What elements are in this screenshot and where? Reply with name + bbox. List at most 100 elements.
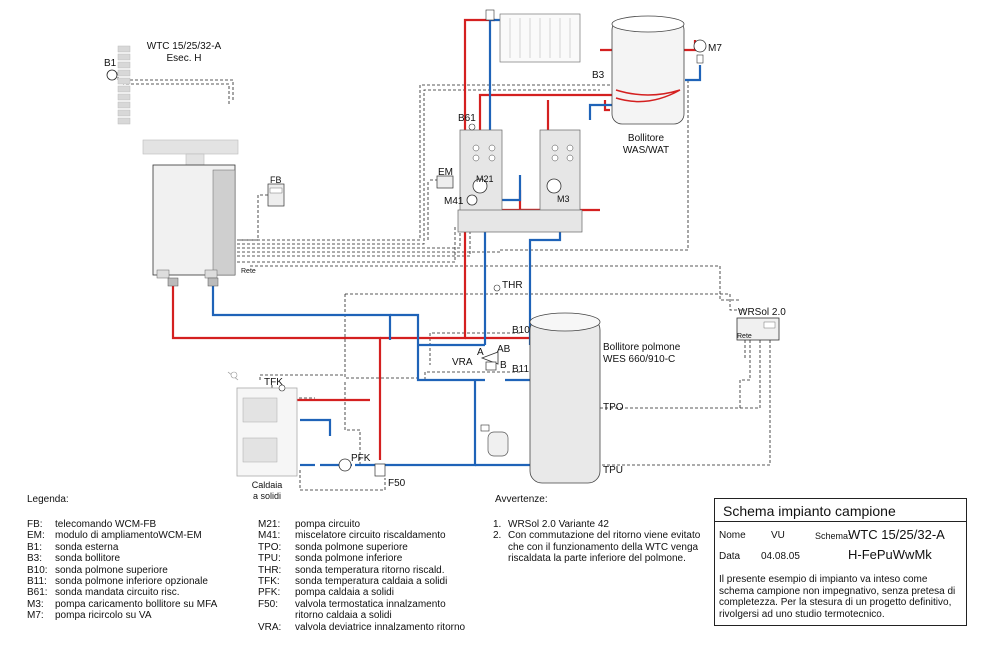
tfk-sensor — [278, 384, 286, 392]
legend-code: THR: — [258, 564, 282, 576]
vra-label: VRA — [452, 357, 473, 368]
nome-label: Nome — [719, 530, 746, 541]
legend-title: Legenda: — [27, 494, 69, 505]
wtc-model-text: WTC 15/25/32-A — [146, 41, 222, 52]
b11-label: B11 — [512, 364, 530, 375]
legend-row: B1: sonda esterna — [27, 542, 217, 553]
legend-row: B11: sonda polmone inferiore opzionale — [27, 576, 217, 587]
radiator — [485, 9, 581, 63]
legend-description: pompa caricamento bollitore su MFA — [55, 598, 218, 610]
legend-code: M21: — [258, 519, 281, 530]
a-label: A — [477, 347, 484, 358]
tfk-label: TFK — [264, 377, 283, 388]
schema-value: WTC 15/25/32-A — [848, 527, 945, 542]
legend-description: pompa circuito — [295, 519, 361, 530]
legend-code: M7: — [27, 610, 44, 622]
legend-code: TFK: — [258, 576, 280, 588]
legend-code: M41: — [258, 530, 281, 542]
nome-value: VU — [771, 530, 785, 541]
legend-code: F50: — [258, 598, 279, 610]
legend-description: ritorno caldaia a solidi — [295, 610, 392, 622]
m21-label: M21 — [476, 174, 494, 184]
vra-valve — [480, 351, 499, 371]
b1-label: B1 — [104, 58, 117, 69]
thr-sensor — [493, 284, 501, 292]
schema-code: H-FePuWwMk — [848, 547, 932, 562]
tpu-label: TPU — [603, 465, 623, 476]
ab-label: AB — [497, 344, 511, 355]
legend-row: ritorno caldaia a solidi — [258, 610, 465, 621]
schema-divider — [715, 521, 966, 522]
a-solidi-label: a solidi — [252, 491, 281, 501]
legend-description: sonda polmone inferiore opzionale — [55, 576, 208, 588]
wrsol-label: WRSol 2.0 — [738, 307, 786, 318]
data-label: Data — [719, 551, 741, 562]
b1-sensor — [106, 69, 118, 81]
wall-b1 — [117, 45, 131, 125]
wtc-exec-text: Esec. H — [166, 53, 202, 64]
legend-row: EM:modulo di ampliamentoWCM-EM — [27, 530, 217, 541]
legend-description: sonda temperatura caldaia a solidi — [295, 576, 448, 588]
b10-label: B10 — [512, 325, 530, 336]
thr-label: THR — [502, 280, 523, 291]
m3-label: M3 — [557, 194, 570, 204]
m41-label: M41 — [444, 196, 464, 207]
legend-code: B11: — [27, 576, 47, 588]
buffer-tank — [529, 312, 601, 484]
legend-description: sonda esterna — [55, 541, 119, 553]
pfk-label: PFK — [351, 453, 371, 464]
flue-pipe — [142, 139, 239, 155]
legend-code: VRA: — [258, 621, 282, 633]
b61-label: B61 — [458, 113, 476, 124]
rete-right-label: Rete — [737, 333, 752, 340]
schema-title-block: Schema impianto campione Nome VU Schema:… — [714, 498, 967, 626]
m41-mixer — [466, 194, 478, 206]
m7-valve — [696, 54, 704, 64]
legend-code — [258, 610, 295, 621]
b-label: B — [500, 360, 507, 371]
em-module — [436, 175, 454, 189]
wtc-boiler — [152, 164, 236, 287]
schema-title: Schema impianto campione — [723, 503, 896, 519]
b61-sensor — [468, 123, 476, 131]
schema-label: Schema: — [815, 531, 851, 541]
f50-label: F50 — [388, 478, 406, 489]
schema-note: Il presente esempio di impianto va intes… — [719, 574, 956, 620]
wtc-exec-label: Esec. H — [146, 53, 222, 64]
fb-label: FB — [270, 175, 282, 185]
legend-row: THR: sonda temperatura ritorno riscald. — [258, 565, 465, 576]
legend-row: M21: pompa circuito — [258, 519, 465, 530]
legend-code: B10: — [27, 564, 48, 576]
legend-code: M3: — [27, 598, 44, 610]
legend-description: miscelatore circuito riscaldamento — [295, 530, 446, 542]
legend-row: B10: sonda polmone superiore — [27, 565, 217, 576]
f50-valve — [374, 463, 386, 477]
legend-description: sonda polmone inferiore — [295, 553, 403, 565]
legend-description: sonda bollitore — [55, 553, 121, 565]
legend-description: modulo di ampliamentoWCM-EM — [55, 530, 202, 542]
legend-description: sonda polmone superiore — [55, 564, 168, 576]
legend-row: B3:sonda bollitore — [27, 553, 217, 564]
flue-collar — [185, 153, 205, 167]
legend-row: M7:pompa ricircolo su VA — [27, 610, 217, 621]
return-piping — [211, 18, 702, 467]
legend-code: B1: — [27, 541, 43, 553]
warning-item: 2.Con commutazione del ritorno viene evi… — [493, 530, 703, 564]
legend-description: sonda temperatura ritorno riscald. — [295, 564, 445, 576]
b3-label: B3 — [592, 70, 605, 81]
legend-row: B61:sonda mandata circuito risc. — [27, 587, 217, 598]
caldaia-label: Caldaia — [251, 480, 283, 490]
legend-row: F50:valvola termostatica innalzamento — [258, 599, 465, 610]
dhw-tank — [611, 15, 685, 125]
wtc-model-label: WTC 15/25/32-A — [146, 41, 222, 52]
warnings-title: Avvertenze: — [495, 494, 548, 505]
was-wat-label: WAS/WAT — [622, 145, 670, 156]
legend-description: telecomando WCM-FB — [55, 519, 157, 530]
legend-code: TPO: — [258, 541, 282, 553]
warning-number: 2. — [493, 530, 502, 542]
pfk-pump — [338, 458, 352, 472]
